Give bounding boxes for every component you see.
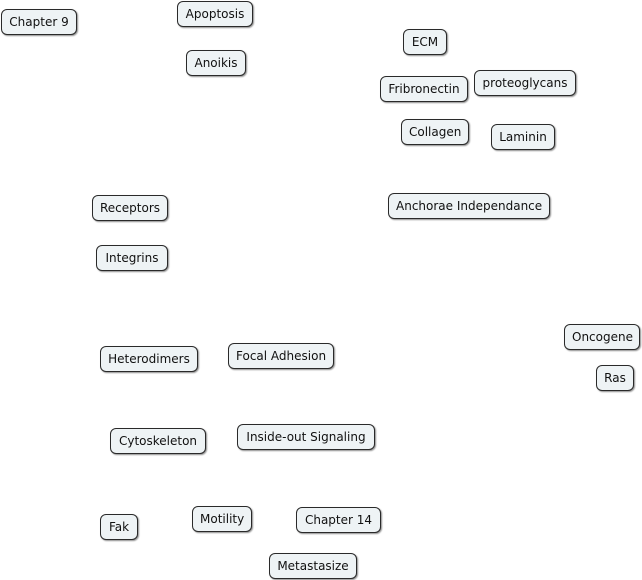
concept-inside-out-signaling[interactable]: Inside-out Signaling	[237, 424, 375, 450]
concept-apoptosis[interactable]: Apoptosis	[177, 1, 253, 27]
concept-chapter-9[interactable]: Chapter 9	[1, 9, 77, 35]
concept-heterodimers[interactable]: Heterodimers	[100, 346, 198, 372]
concept-collagen[interactable]: Collagen	[401, 119, 469, 145]
concept-motility[interactable]: Motility	[192, 506, 252, 532]
concept-fribronectin[interactable]: Fribronectin	[380, 76, 468, 102]
concept-metastasize[interactable]: Metastasize	[269, 553, 357, 579]
concept-chapter-14[interactable]: Chapter 14	[296, 507, 381, 533]
concept-laminin[interactable]: Laminin	[491, 124, 555, 150]
concept-proteoglycans[interactable]: proteoglycans	[474, 70, 576, 96]
concept-ecm[interactable]: ECM	[403, 29, 447, 55]
concept-fak[interactable]: Fak	[100, 514, 138, 540]
concept-anchorae-independance[interactable]: Anchorae Independance	[388, 193, 550, 219]
concept-cytoskeleton[interactable]: Cytoskeleton	[110, 428, 206, 454]
concept-anoikis[interactable]: Anoikis	[186, 50, 246, 76]
concept-receptors[interactable]: Receptors	[92, 195, 168, 221]
concept-integrins[interactable]: Integrins	[96, 245, 168, 271]
concept-ras[interactable]: Ras	[596, 365, 634, 391]
concept-focal-adhesion[interactable]: Focal Adhesion	[228, 343, 334, 369]
concept-oncogene[interactable]: Oncogene	[564, 324, 640, 350]
